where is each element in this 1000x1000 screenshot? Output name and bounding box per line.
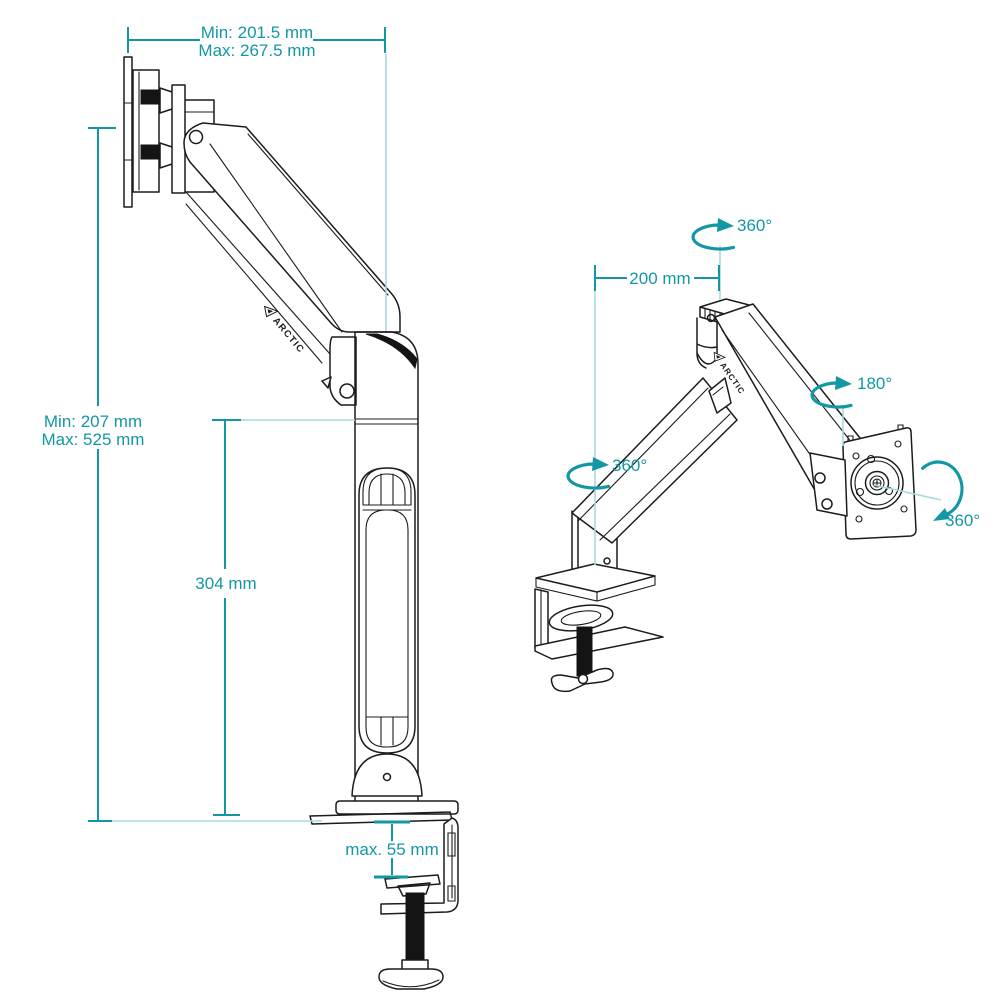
column-joint-lines <box>354 418 419 425</box>
vesa-holes <box>852 440 908 523</box>
lift-column-outline <box>354 331 419 802</box>
mount-screws <box>140 89 161 160</box>
clamp-foot-arc <box>382 979 440 988</box>
clamp-foot <box>378 968 444 990</box>
height-dim-label-max: Max: 525 mm <box>42 430 145 449</box>
upper-arm-3d-lines <box>721 312 853 478</box>
monitor-plate-dividers <box>123 102 133 161</box>
rotation-top-arrow-icon <box>691 223 736 251</box>
rotation-tilt-label: 180° <box>857 374 892 393</box>
annotation-rotation-top: 360° <box>691 216 772 300</box>
desk-dim-label: max. 55 mm <box>345 840 439 859</box>
gas-spring-anchor <box>339 383 355 399</box>
rotation-top-arrowhead-icon <box>717 218 734 232</box>
height-dim-lines <box>88 127 116 822</box>
clamp-body <box>380 817 459 915</box>
hinge-bolt-2 <box>821 498 833 510</box>
column-slot-inner <box>365 509 409 748</box>
rotation-top-label: 360° <box>737 216 772 235</box>
arctic-logo-icon-inner <box>716 354 721 359</box>
arctic-logo-icon-inner <box>267 309 274 314</box>
clamp-pad <box>384 874 441 897</box>
dimension-desk-thickness: max. 55 mm <box>345 820 439 879</box>
release-tab <box>321 376 332 389</box>
width-dim-label-min: Min: 201.5 mm <box>201 23 313 42</box>
base-plate-3d <box>535 563 656 593</box>
column-top-swoosh <box>365 333 418 370</box>
column-base-bell <box>351 753 423 797</box>
annotation-rotation-vesa: 360° <box>873 460 980 530</box>
rotation-vesa-axis <box>873 484 942 501</box>
arm-neck <box>696 317 718 369</box>
dimension-column-length: 304 mm <box>195 419 355 816</box>
base-plate-3d-thickness <box>535 575 656 602</box>
rotation-tilt-arrowhead-icon <box>835 376 852 390</box>
annotation-rotation-tilt: 180° <box>810 374 892 446</box>
rotation-base-arrow-icon <box>566 462 611 490</box>
vesa-quick-release-lines <box>138 71 215 191</box>
desk-dim-ticks <box>374 820 410 879</box>
column-slot-outer <box>358 467 416 754</box>
lower-arm-3d <box>571 377 738 544</box>
post-screw-3d <box>603 557 611 565</box>
upper-arm <box>183 122 401 333</box>
reach-dim-lines <box>594 265 720 291</box>
reach-dim-label: 200 mm <box>629 269 690 288</box>
rotation-base-arrowhead-icon <box>592 457 609 471</box>
gas-spring-strut <box>185 191 331 364</box>
annotation-rotation-base: 360° <box>566 291 647 565</box>
t-handle-hub <box>577 673 589 685</box>
arm-head-hinge <box>188 129 204 145</box>
width-dim-lines <box>127 27 386 53</box>
clamp-base-plate <box>335 800 459 815</box>
rotation-tilt-arrow-icon <box>810 381 853 409</box>
column-clevis-top <box>362 467 412 511</box>
rotation-base-label: 360° <box>612 456 647 475</box>
dimension-arm-reach: 200 mm <box>594 265 720 291</box>
column-dim-lines <box>212 419 241 816</box>
elbow-notch-line <box>712 386 724 396</box>
base-bell-screw <box>382 772 392 782</box>
clamp-ring-inner <box>560 610 602 626</box>
dimension-height-range: Min: 207 mm Max: 525 mm <box>42 127 322 822</box>
arctic-logo: ARCTIC <box>263 305 306 356</box>
perspective-view-diagram: ARCTIC 360° <box>534 216 980 693</box>
clamp-lip-3d <box>534 626 664 660</box>
vesa-hub <box>850 454 904 510</box>
rotation-vesa-arrow-icon <box>921 460 964 516</box>
dimension-width-range: Min: 201.5 mm Max: 267.5 mm <box>127 23 387 331</box>
elbow-notch-3d <box>708 377 732 414</box>
cap-screw <box>706 313 716 323</box>
side-view-diagram: ARCTIC Min: 201.5 mm Max: 267.5 mm <box>42 23 459 990</box>
clamp-rod-3d <box>576 626 593 677</box>
upper-arm-edge-lines <box>209 133 389 333</box>
lower-arm-3d-lines <box>577 387 731 541</box>
width-dim-label-max: Max: 267.5 mm <box>198 41 315 60</box>
vesa-hinge-bracket <box>809 452 848 517</box>
hinge-bolt-1 <box>814 472 826 484</box>
vesa-plate-notches <box>847 424 904 442</box>
post-3d <box>571 510 618 585</box>
monitor-plate <box>123 56 133 208</box>
height-dim-label-min: Min: 207 mm <box>44 412 142 431</box>
clamp-body-details <box>447 824 456 902</box>
rotation-vesa-arrowhead-icon <box>933 508 950 521</box>
rotation-vesa-label: 360° <box>945 511 980 530</box>
column-dim-label: 304 mm <box>195 574 256 593</box>
clamp-screw-rod <box>405 892 425 963</box>
